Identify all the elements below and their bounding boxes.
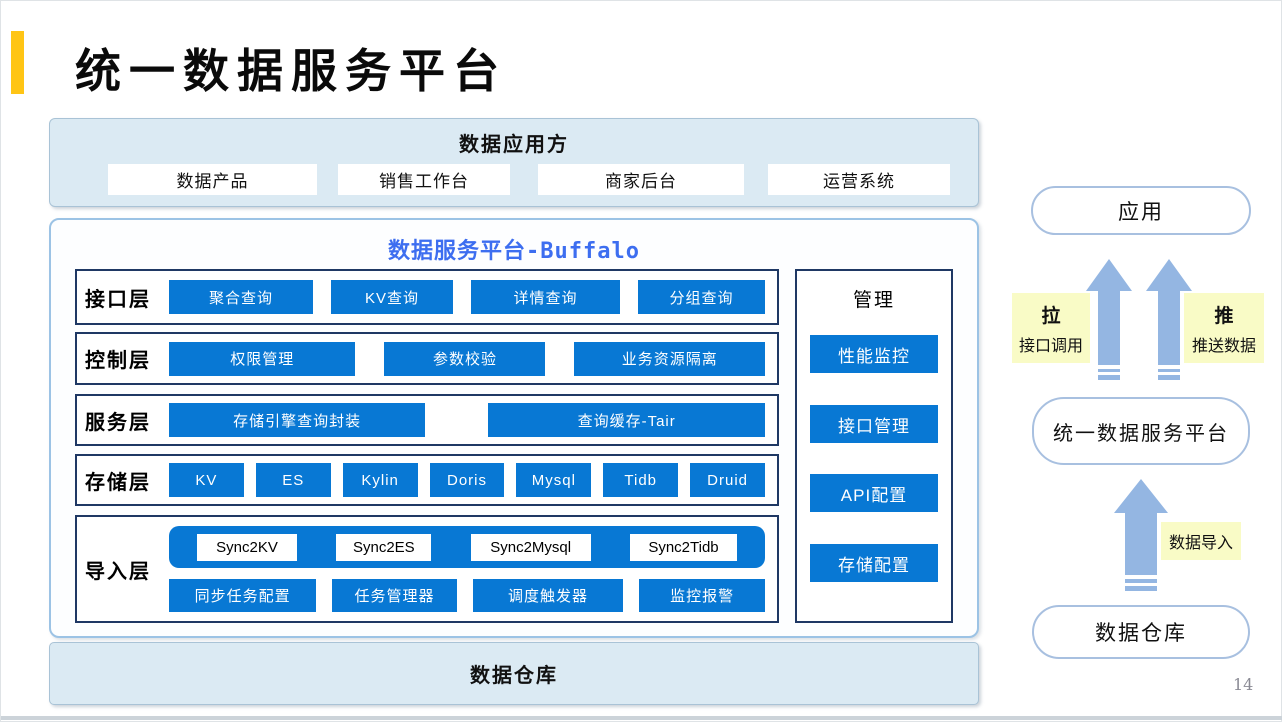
layer-chip: Tidb xyxy=(603,463,679,497)
management-title: 管理 xyxy=(852,290,895,311)
pull-note-subtitle: 接口调用 xyxy=(1018,337,1083,355)
layer-chip: 查询缓存-Tair xyxy=(488,403,765,437)
layer-chip: 详情查询 xyxy=(470,280,621,314)
layer-chip: 存储引擎查询封装 xyxy=(169,403,426,437)
layer-items: 聚合查询 KV查询 详情查询 分组查询 xyxy=(169,280,765,314)
up-arrow-icon xyxy=(1114,479,1168,591)
layer-chip: Mysql xyxy=(516,463,592,497)
import-tools-row: 同步任务配置 任务管理器 调度触发器 监控报警 xyxy=(169,579,765,612)
push-note-subtitle: 推送数据 xyxy=(1191,337,1256,355)
layer-label: 控制层 xyxy=(85,350,151,372)
layer-row-service: 服务层 存储引擎查询封装 查询缓存-Tair xyxy=(75,394,779,446)
layer-items: KV ES Kylin Doris Mysql Tidb Druid xyxy=(169,463,766,497)
push-note-title: 推 xyxy=(1214,305,1234,327)
layer-chip: ES xyxy=(255,463,331,497)
page-number: 14 xyxy=(1233,675,1254,694)
warehouse-bar: 数据仓库 xyxy=(49,642,979,705)
import-note-label: 数据导入 xyxy=(1168,535,1233,552)
layer-chip: 业务资源隔离 xyxy=(574,341,766,376)
consumer-item: 商家后台 xyxy=(538,164,744,195)
management-item: 存储配置 xyxy=(810,544,938,582)
flow-box-platform: 统一数据服务平台 xyxy=(1032,397,1250,465)
sync-chip: Sync2Tidb xyxy=(629,533,737,561)
title-accent-bar xyxy=(11,31,24,94)
sync-chip: Sync2KV xyxy=(197,533,297,561)
layer-chip: KV xyxy=(169,463,244,497)
layer-chip: Druid xyxy=(690,463,766,497)
sync-chip: Sync2ES xyxy=(336,533,432,561)
layer-label: 导入层 xyxy=(85,560,151,583)
layer-chip: Kylin xyxy=(342,463,418,497)
layer-row-storage: 存储层 KV ES Kylin Doris Mysql Tidb Druid xyxy=(75,454,779,506)
flow-box-app: 应用 xyxy=(1031,186,1251,235)
layer-label: 接口层 xyxy=(85,288,151,311)
slide-bottom-edge xyxy=(1,716,1282,720)
platform-title: 数据服务平台-Buffalo xyxy=(388,239,640,264)
consumers-panel: 数据应用方 数据产品 销售工作台 商家后台 运营系统 xyxy=(49,118,979,207)
consumer-item: 运营系统 xyxy=(768,164,950,195)
sync-bar: Sync2KV Sync2ES Sync2Mysql Sync2Tidb xyxy=(169,526,765,568)
import-note: 数据导入 xyxy=(1161,522,1241,560)
management-item: API配置 xyxy=(810,474,938,512)
pull-note-title: 拉 xyxy=(1041,305,1061,327)
layer-row-control: 控制层 权限管理 参数校验 业务资源隔离 xyxy=(75,332,779,385)
management-item: 接口管理 xyxy=(810,405,938,443)
layer-items: 权限管理 参数校验 业务资源隔离 xyxy=(169,341,766,376)
consumer-item: 销售工作台 xyxy=(338,164,510,195)
layer-chip: 聚合查询 xyxy=(169,280,314,314)
layer-items: Sync2KV Sync2ES Sync2Mysql Sync2Tidb 同步任… xyxy=(169,526,765,612)
consumer-item: 数据产品 xyxy=(108,164,317,195)
sync-chip: Sync2Mysql xyxy=(470,533,591,561)
layer-label: 存储层 xyxy=(85,471,151,494)
consumers-panel-title: 数据应用方 xyxy=(459,134,569,156)
layer-chip: KV查询 xyxy=(331,280,453,314)
management-panel: 管理 性能监控 接口管理 API配置 存储配置 xyxy=(795,269,953,623)
management-item: 性能监控 xyxy=(810,335,938,373)
platform-panel: 数据服务平台-Buffalo 接口层 聚合查询 KV查询 详情查询 分组查询 控… xyxy=(49,218,979,638)
layer-chip: 同步任务配置 xyxy=(169,579,317,612)
layer-label: 服务层 xyxy=(85,411,151,434)
up-arrows-icon xyxy=(1086,259,1192,380)
layer-chip: 任务管理器 xyxy=(332,579,457,612)
layer-items: 存储引擎查询封装 查询缓存-Tair xyxy=(169,403,765,437)
push-note: 推 推送数据 xyxy=(1184,293,1264,363)
page-title: 统一数据服务平台 xyxy=(75,45,507,97)
pull-note: 拉 接口调用 xyxy=(1012,293,1090,363)
flow-box-warehouse: 数据仓库 xyxy=(1032,605,1250,659)
layer-row-import: 导入层 Sync2KV Sync2ES Sync2Mysql Sync2Tidb… xyxy=(75,515,779,623)
layer-chip: 分组查询 xyxy=(638,280,765,314)
layer-chip: 调度触发器 xyxy=(472,579,624,612)
layer-chip: 参数校验 xyxy=(384,341,546,376)
layer-chip: 监控报警 xyxy=(639,579,765,612)
layer-row-interface: 接口层 聚合查询 KV查询 详情查询 分组查询 xyxy=(75,269,779,325)
layer-chip: Doris xyxy=(429,463,505,497)
layer-chip: 权限管理 xyxy=(169,341,356,376)
